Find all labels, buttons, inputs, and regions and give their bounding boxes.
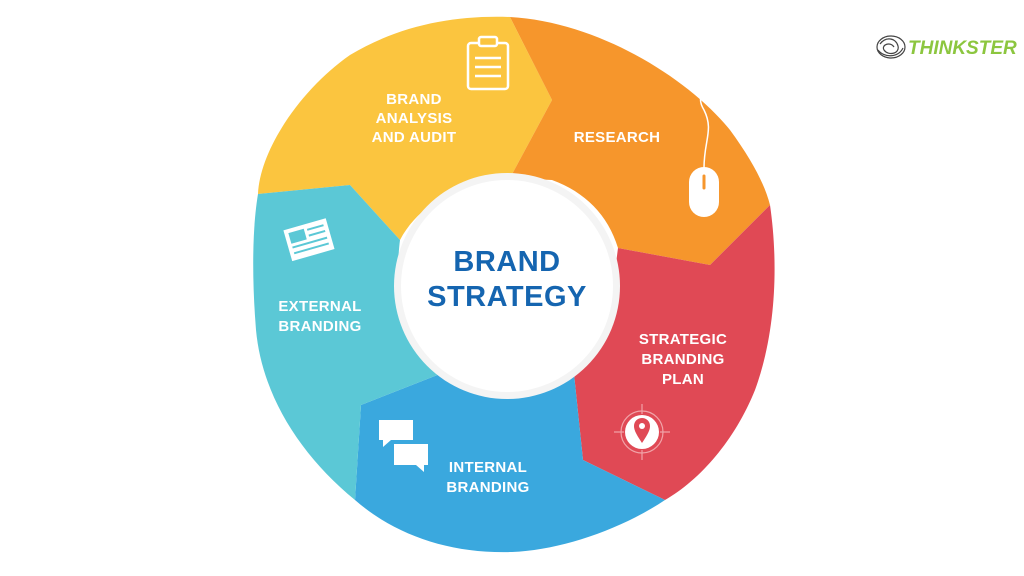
- thinkster-logo: THINKSTER: [876, 35, 1017, 59]
- brand-analysis-line-2: ANALYSIS: [376, 110, 453, 127]
- brand-analysis-line-1: BRAND: [386, 91, 442, 108]
- brand-analysis-line-3: AND AUDIT: [372, 129, 457, 146]
- logo-text: THINKSTER: [908, 38, 1017, 59]
- segment-internal-branding: [355, 374, 665, 553]
- center-title-line-1: BRAND: [453, 246, 560, 278]
- label-brand-analysis: BRAND ANALYSIS AND AUDIT: [372, 91, 457, 146]
- strategic-plan-line-3: PLAN: [662, 371, 704, 388]
- label-internal-branding: INTERNAL BRANDING: [446, 459, 529, 496]
- external-branding-line-2: BRANDING: [278, 318, 361, 335]
- label-external-branding: EXTERNAL BRANDING: [278, 298, 361, 335]
- chat-bubbles-icon: [379, 420, 428, 472]
- brain-scribble-icon: [876, 35, 906, 59]
- location-pin-icon: [614, 404, 670, 460]
- external-branding-line-1: EXTERNAL: [278, 298, 361, 315]
- center-title-line-2: STRATEGY: [427, 281, 587, 313]
- research-line-1: RESEARCH: [574, 129, 661, 146]
- segment-external-branding: [253, 185, 440, 500]
- internal-branding-line-2: BRANDING: [446, 479, 529, 496]
- clipboard-icon: [466, 35, 510, 91]
- strategic-plan-line-2: BRANDING: [641, 351, 724, 368]
- segment-strategic-plan: [574, 205, 775, 500]
- strategic-plan-line-1: STRATEGIC: [639, 331, 727, 348]
- label-strategic-plan: STRATEGIC BRANDING PLAN: [639, 331, 727, 388]
- newspaper-icon: [283, 218, 335, 262]
- label-research: RESEARCH: [574, 129, 661, 146]
- mouse-icon: [689, 89, 719, 217]
- center-circle-inner: [401, 180, 613, 392]
- internal-branding-line-1: INTERNAL: [449, 459, 527, 476]
